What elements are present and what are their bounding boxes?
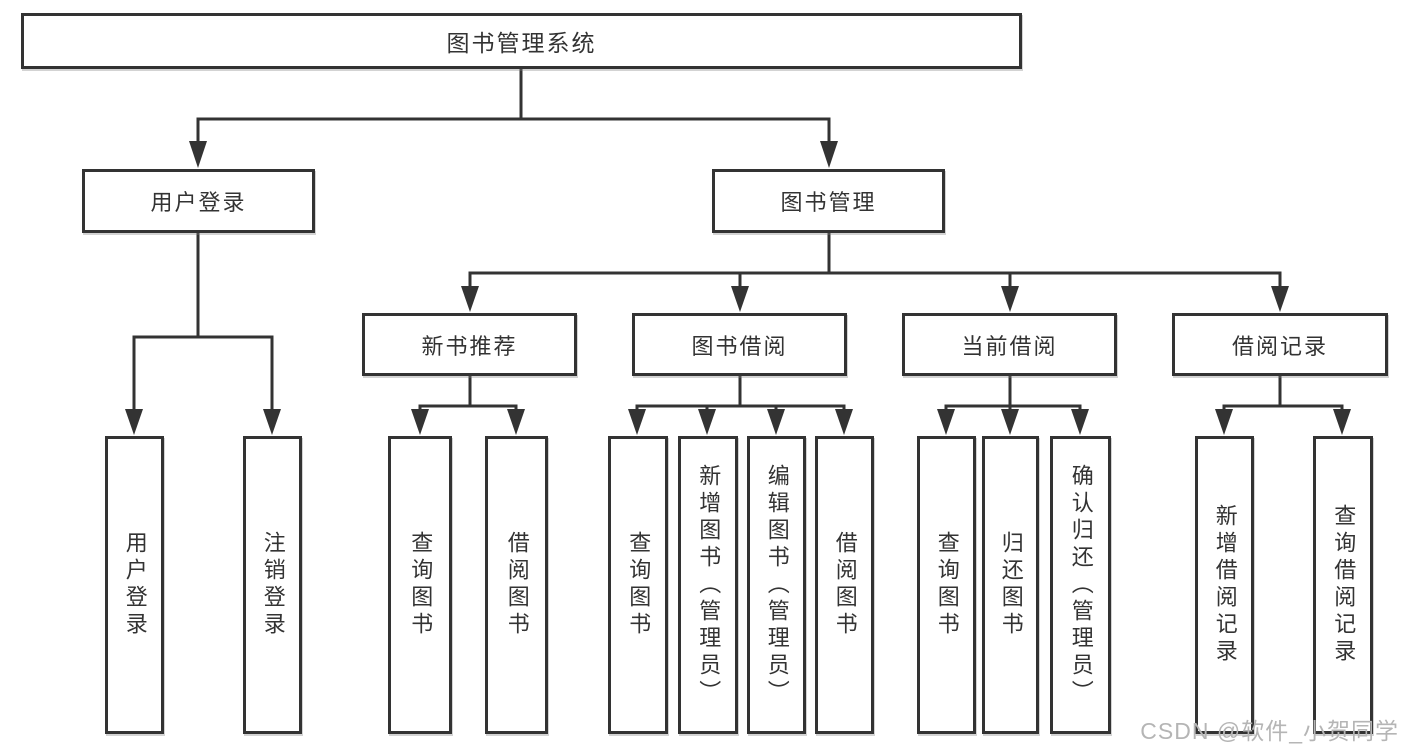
node-library-management-system: 图书管理系统 (21, 13, 1022, 69)
node-book-borrowing: 图书借阅 (632, 313, 847, 376)
leaf-label: 查询借阅记录 (1331, 504, 1357, 666)
connector-currentborrow-children (944, 375, 1082, 412)
leaf-user-login: 用户登录 (105, 436, 164, 734)
connector-book-mgmt-to-level3 (468, 233, 1282, 289)
leaf-borrow-books: 借阅图书 (815, 436, 874, 734)
leaf-label: 查询图书 (934, 531, 960, 639)
leaf-label: 借阅图书 (832, 531, 858, 639)
arrowheads-level3 (461, 286, 1289, 312)
leaf-logout: 注销登录 (243, 436, 302, 734)
node-label: 新书推荐 (421, 333, 518, 359)
leaf-label: 用户登录 (122, 531, 148, 639)
leaf-label: 确认归还（管理员） (1068, 463, 1094, 707)
connector-newbook-children (418, 375, 518, 412)
node-book-management: 图书管理 (712, 169, 945, 233)
node-user-login: 用户登录 (82, 169, 315, 233)
connector-user-login-children (132, 233, 274, 412)
leaf-label: 归还图书 (998, 531, 1024, 639)
leaf-current-query-books: 查询图书 (917, 436, 976, 734)
csdn-watermark: CSDN @软件_小贺同学 (1140, 718, 1399, 744)
leaf-label: 新增图书（管理员） (696, 463, 722, 707)
leaf-label: 查询图书 (626, 531, 652, 639)
leaf-edit-books-admin: 编辑图书（管理员） (747, 436, 806, 734)
connector-bookborrow-children (635, 375, 846, 412)
node-borrowing-records: 借阅记录 (1172, 313, 1388, 376)
leaf-label: 查询图书 (408, 531, 434, 639)
leaf-return-books: 归还图书 (982, 436, 1039, 734)
node-label: 图书管理系统 (446, 30, 597, 56)
leaf-add-books-admin: 新增图书（管理员） (678, 436, 738, 734)
leaf-newbook-query-books: 查询图书 (388, 436, 452, 734)
leaf-label: 编辑图书（管理员） (764, 463, 790, 707)
node-label: 图书管理 (780, 190, 877, 215)
leaf-label: 注销登录 (260, 531, 286, 639)
arrowheads-level2 (189, 141, 838, 168)
node-label: 用户登录 (150, 190, 247, 215)
arrowheads-user-login-children (125, 409, 281, 435)
node-new-book-recommendation: 新书推荐 (362, 313, 577, 376)
leaf-borrow-query-books: 查询图书 (608, 436, 668, 734)
leaf-newbook-borrow-books: 借阅图书 (485, 436, 548, 734)
leaf-label: 新增借阅记录 (1212, 504, 1238, 666)
leaf-confirm-return-admin: 确认归还（管理员） (1050, 436, 1111, 734)
node-current-borrowing: 当前借阅 (902, 313, 1117, 376)
node-label: 借阅记录 (1231, 333, 1328, 359)
leaf-label: 借阅图书 (504, 531, 530, 639)
leaf-query-borrow-record: 查询借阅记录 (1313, 436, 1373, 734)
node-label: 图书借阅 (691, 333, 788, 359)
leaf-add-borrow-record: 新增借阅记录 (1195, 436, 1254, 734)
node-label: 当前借阅 (961, 333, 1058, 359)
arrowheads-currentborrow-children (937, 409, 1089, 435)
connector-records-children (1222, 375, 1344, 412)
arrowheads-bookborrow-children (628, 409, 853, 435)
arrowheads-records-children (1215, 409, 1351, 435)
arrowheads-newbook-children (411, 409, 525, 435)
connector-root-to-level2 (196, 67, 831, 144)
